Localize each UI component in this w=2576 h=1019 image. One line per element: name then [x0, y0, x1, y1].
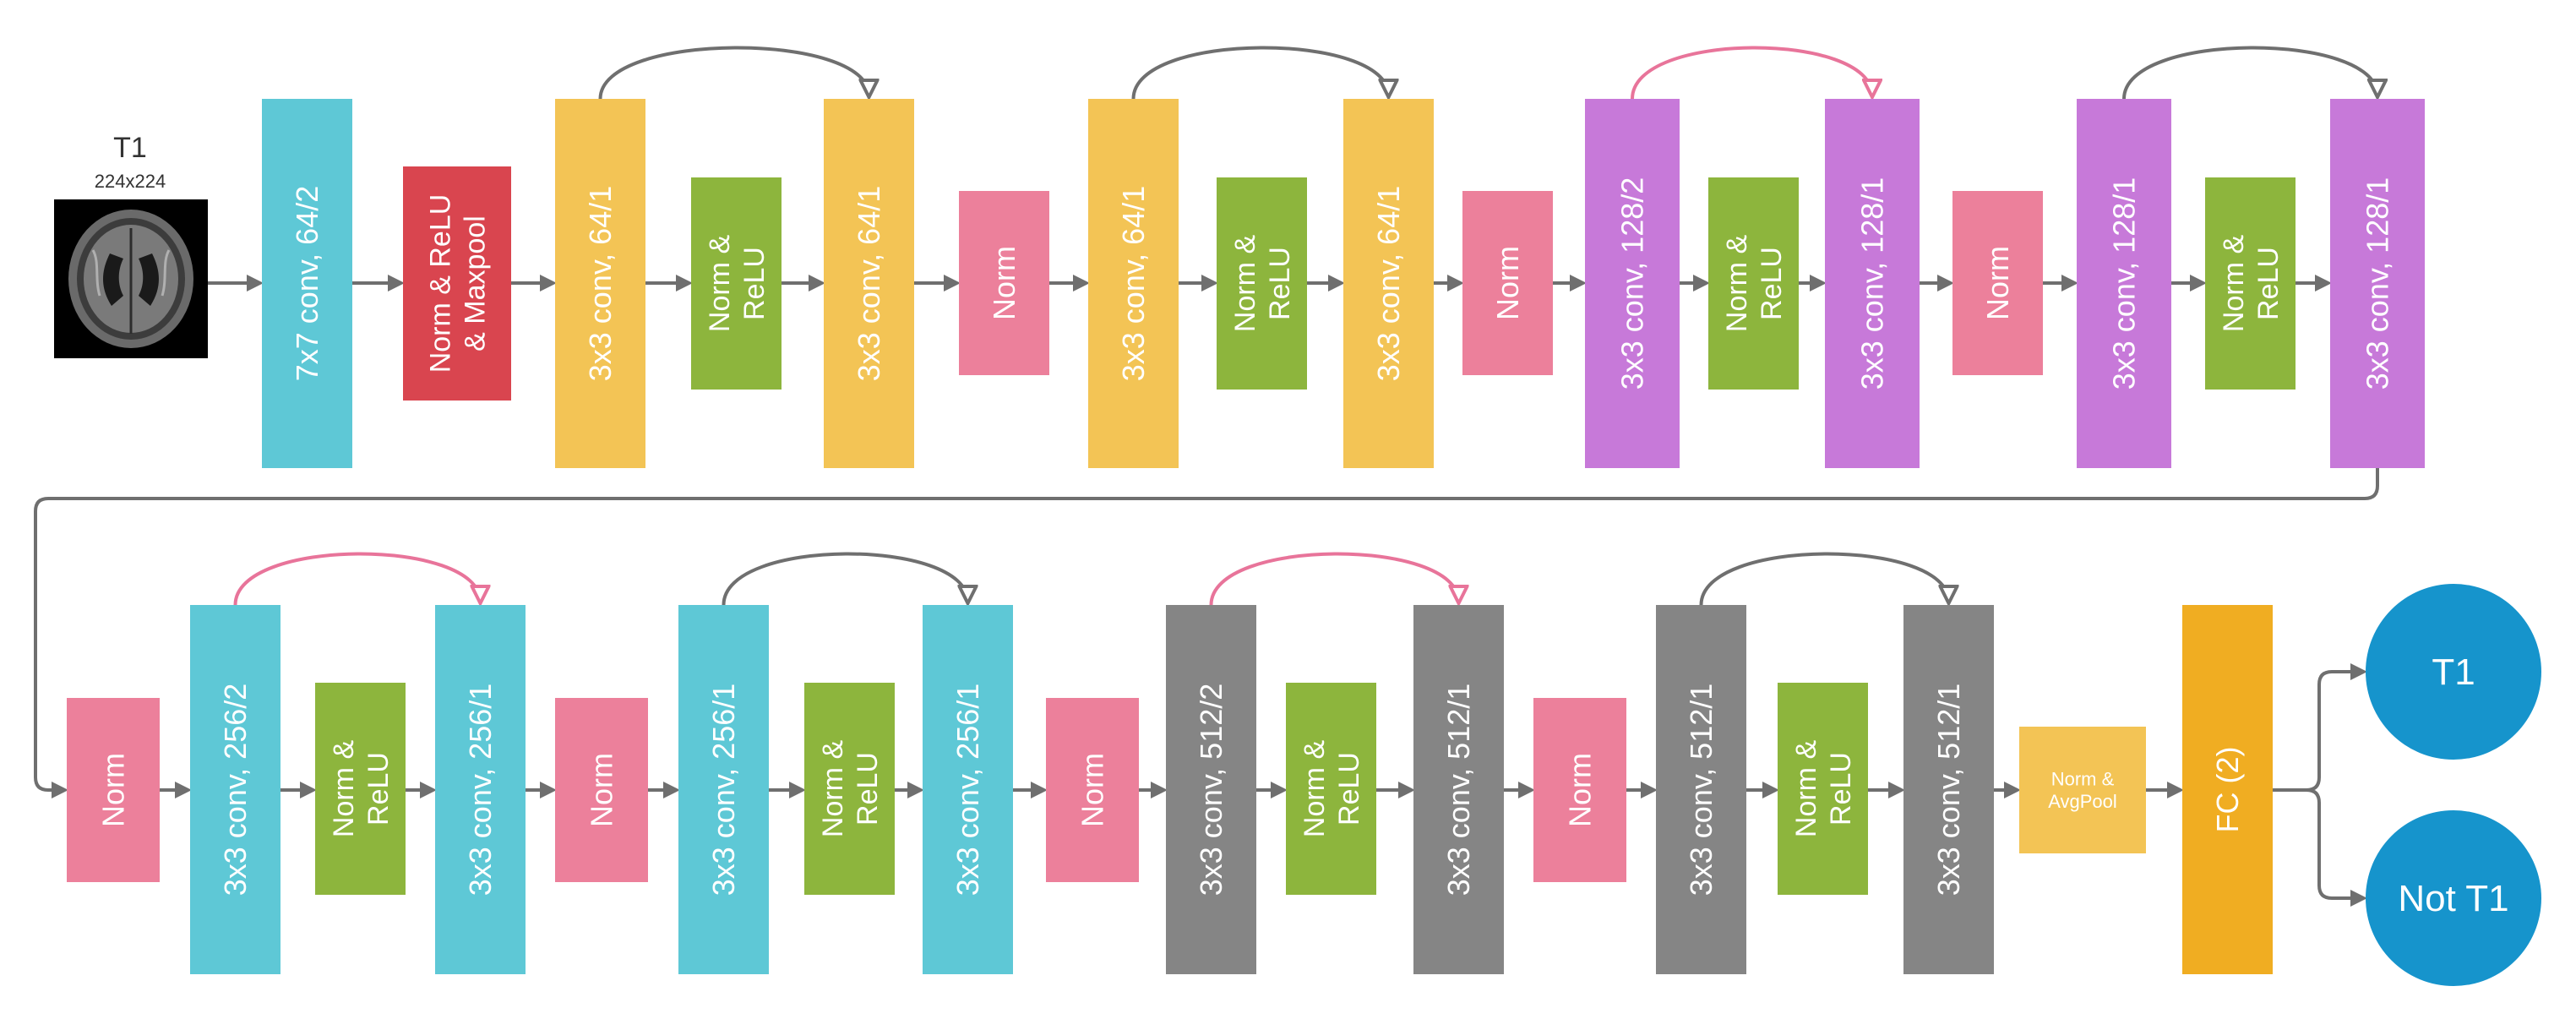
brain-mri-image [54, 199, 208, 358]
block-label-b15: 3x3 conv, 128/1 [2107, 177, 2142, 390]
block-b6: Norm [959, 191, 1049, 375]
block-label-b4: Norm &ReLU [704, 235, 771, 333]
block-label-c9: Norm [1076, 753, 1110, 827]
skip-c2-c4 [233, 552, 481, 606]
block-b11: 3x3 conv, 128/2 [1585, 99, 1680, 468]
block-c10: 3x3 conv, 512/2 [1166, 605, 1256, 974]
block-b3: 3x3 conv, 64/1 [555, 99, 645, 468]
block-label-c16: 3x3 conv, 512/1 [1931, 684, 1966, 896]
block-b7: 3x3 conv, 64/1 [1088, 99, 1179, 468]
block-b9: 3x3 conv, 64/1 [1343, 99, 1434, 468]
block-b13: 3x3 conv, 128/1 [1825, 99, 1920, 468]
block-label-c2: 3x3 conv, 256/2 [218, 684, 253, 896]
block-label-c10: 3x3 conv, 512/2 [1194, 684, 1228, 896]
block-c5: Norm [555, 698, 648, 882]
block-c6: 3x3 conv, 256/1 [678, 605, 769, 974]
block-label-c7: Norm &ReLU [817, 740, 884, 838]
block-c3: Norm &ReLU [315, 683, 406, 895]
block-c9: Norm [1046, 698, 1139, 882]
block-label-b5: 3x3 conv, 64/1 [852, 186, 886, 382]
block-c18: FC (2) [2182, 605, 2273, 974]
block-c4: 3x3 conv, 256/1 [435, 605, 526, 974]
block-label-b8: Norm &ReLU [1229, 235, 1296, 333]
block-c16: 3x3 conv, 512/1 [1903, 605, 1994, 974]
skip-c10-c12 [1209, 552, 1459, 606]
block-label-c6: 3x3 conv, 256/1 [706, 684, 741, 896]
block-c12: 3x3 conv, 512/1 [1413, 605, 1504, 974]
block-label-c18: FC (2) [2210, 747, 2245, 833]
block-label-c17: Norm &AvgPool [2048, 769, 2117, 812]
block-c7: Norm &ReLU [804, 683, 895, 895]
block-label-c14: 3x3 conv, 512/1 [1684, 684, 1718, 896]
block-b14: Norm [1952, 191, 2043, 375]
block-label-b3: 3x3 conv, 64/1 [583, 186, 618, 382]
block-b8: Norm &ReLU [1217, 177, 1307, 390]
block-b12: Norm &ReLU [1708, 177, 1799, 390]
block-c1: Norm [67, 698, 160, 882]
skip-b7-b9 [1131, 46, 1389, 100]
input-image-group: T1 224x224 [54, 132, 208, 358]
output-t1: T1 [2366, 584, 2541, 760]
block-b16: Norm &ReLU [2205, 177, 2296, 390]
block-c17: Norm &AvgPool [2019, 727, 2146, 853]
block-c14: 3x3 conv, 512/1 [1656, 605, 1746, 974]
block-layer: 7x7 conv, 64/2 Norm & ReLU& Maxpool 3x3 co… [67, 99, 2425, 974]
skip-connection-layer [233, 46, 2378, 606]
skip-c6-c8 [722, 552, 968, 606]
connector-layer [34, 275, 2379, 907]
block-c2: 3x3 conv, 256/2 [190, 605, 280, 974]
block-c11: Norm &ReLU [1286, 683, 1376, 895]
block-label-b13: 3x3 conv, 128/1 [1855, 177, 1890, 390]
block-b17: 3x3 conv, 128/1 [2330, 99, 2425, 468]
block-label-b16: Norm &ReLU [2218, 235, 2285, 333]
block-label-b11: 3x3 conv, 128/2 [1615, 177, 1650, 390]
block-b15: 3x3 conv, 128/1 [2077, 99, 2171, 468]
block-label-c15: Norm &ReLU [1790, 740, 1857, 838]
output-not-t1: Not T1 [2366, 810, 2541, 986]
block-label-c12: 3x3 conv, 512/1 [1441, 684, 1476, 896]
block-c13: Norm [1533, 698, 1626, 882]
block-label-c11: Norm &ReLU [1299, 740, 1365, 838]
block-label-b6: Norm [987, 246, 1021, 320]
block-label-b14: Norm [1980, 246, 2015, 320]
block-label-b2: Norm & ReLU& Maxpool [425, 194, 492, 373]
block-label-b17: 3x3 conv, 128/1 [2361, 177, 2395, 390]
block-label-c13: Norm [1563, 753, 1598, 827]
block-label-c5: Norm [585, 753, 619, 827]
block-label-c1: Norm [96, 753, 131, 827]
block-label-b10: Norm [1490, 246, 1525, 320]
block-b4: Norm &ReLU [691, 177, 782, 390]
skip-b15-b17 [2122, 46, 2377, 100]
block-label-b7: 3x3 conv, 64/1 [1116, 186, 1151, 382]
input-size: 224x224 [95, 171, 166, 192]
block-b5: 3x3 conv, 64/1 [824, 99, 914, 468]
output-not-t1-label: Not T1 [2398, 878, 2508, 919]
block-label-c4: 3x3 conv, 256/1 [463, 684, 498, 896]
skip-b11-b13 [1631, 46, 1872, 100]
block-label-c8: 3x3 conv, 256/1 [950, 684, 985, 896]
skip-b3-b5 [598, 46, 869, 100]
block-label-c3: Norm &ReLU [328, 740, 395, 838]
arrow-fc-t1 [2273, 663, 2367, 792]
skip-c14-c16 [1699, 552, 1949, 606]
block-b2: Norm & ReLU& Maxpool [403, 166, 511, 401]
block-c8: 3x3 conv, 256/1 [923, 605, 1013, 974]
block-b10: Norm [1462, 191, 1553, 375]
block-b1: 7x7 conv, 64/2 [262, 99, 352, 468]
arrow-row-wrap [34, 468, 2379, 798]
block-label-b1: 7x7 conv, 64/2 [290, 186, 324, 382]
input-title: T1 [113, 132, 147, 164]
block-label-b9: 3x3 conv, 64/1 [1371, 186, 1406, 382]
output-t1-label: T1 [2432, 651, 2475, 693]
block-c15: Norm &ReLU [1778, 683, 1868, 895]
arrow-fc-not-t1 [2306, 788, 2367, 907]
block-label-b12: Norm &ReLU [1721, 235, 1788, 333]
